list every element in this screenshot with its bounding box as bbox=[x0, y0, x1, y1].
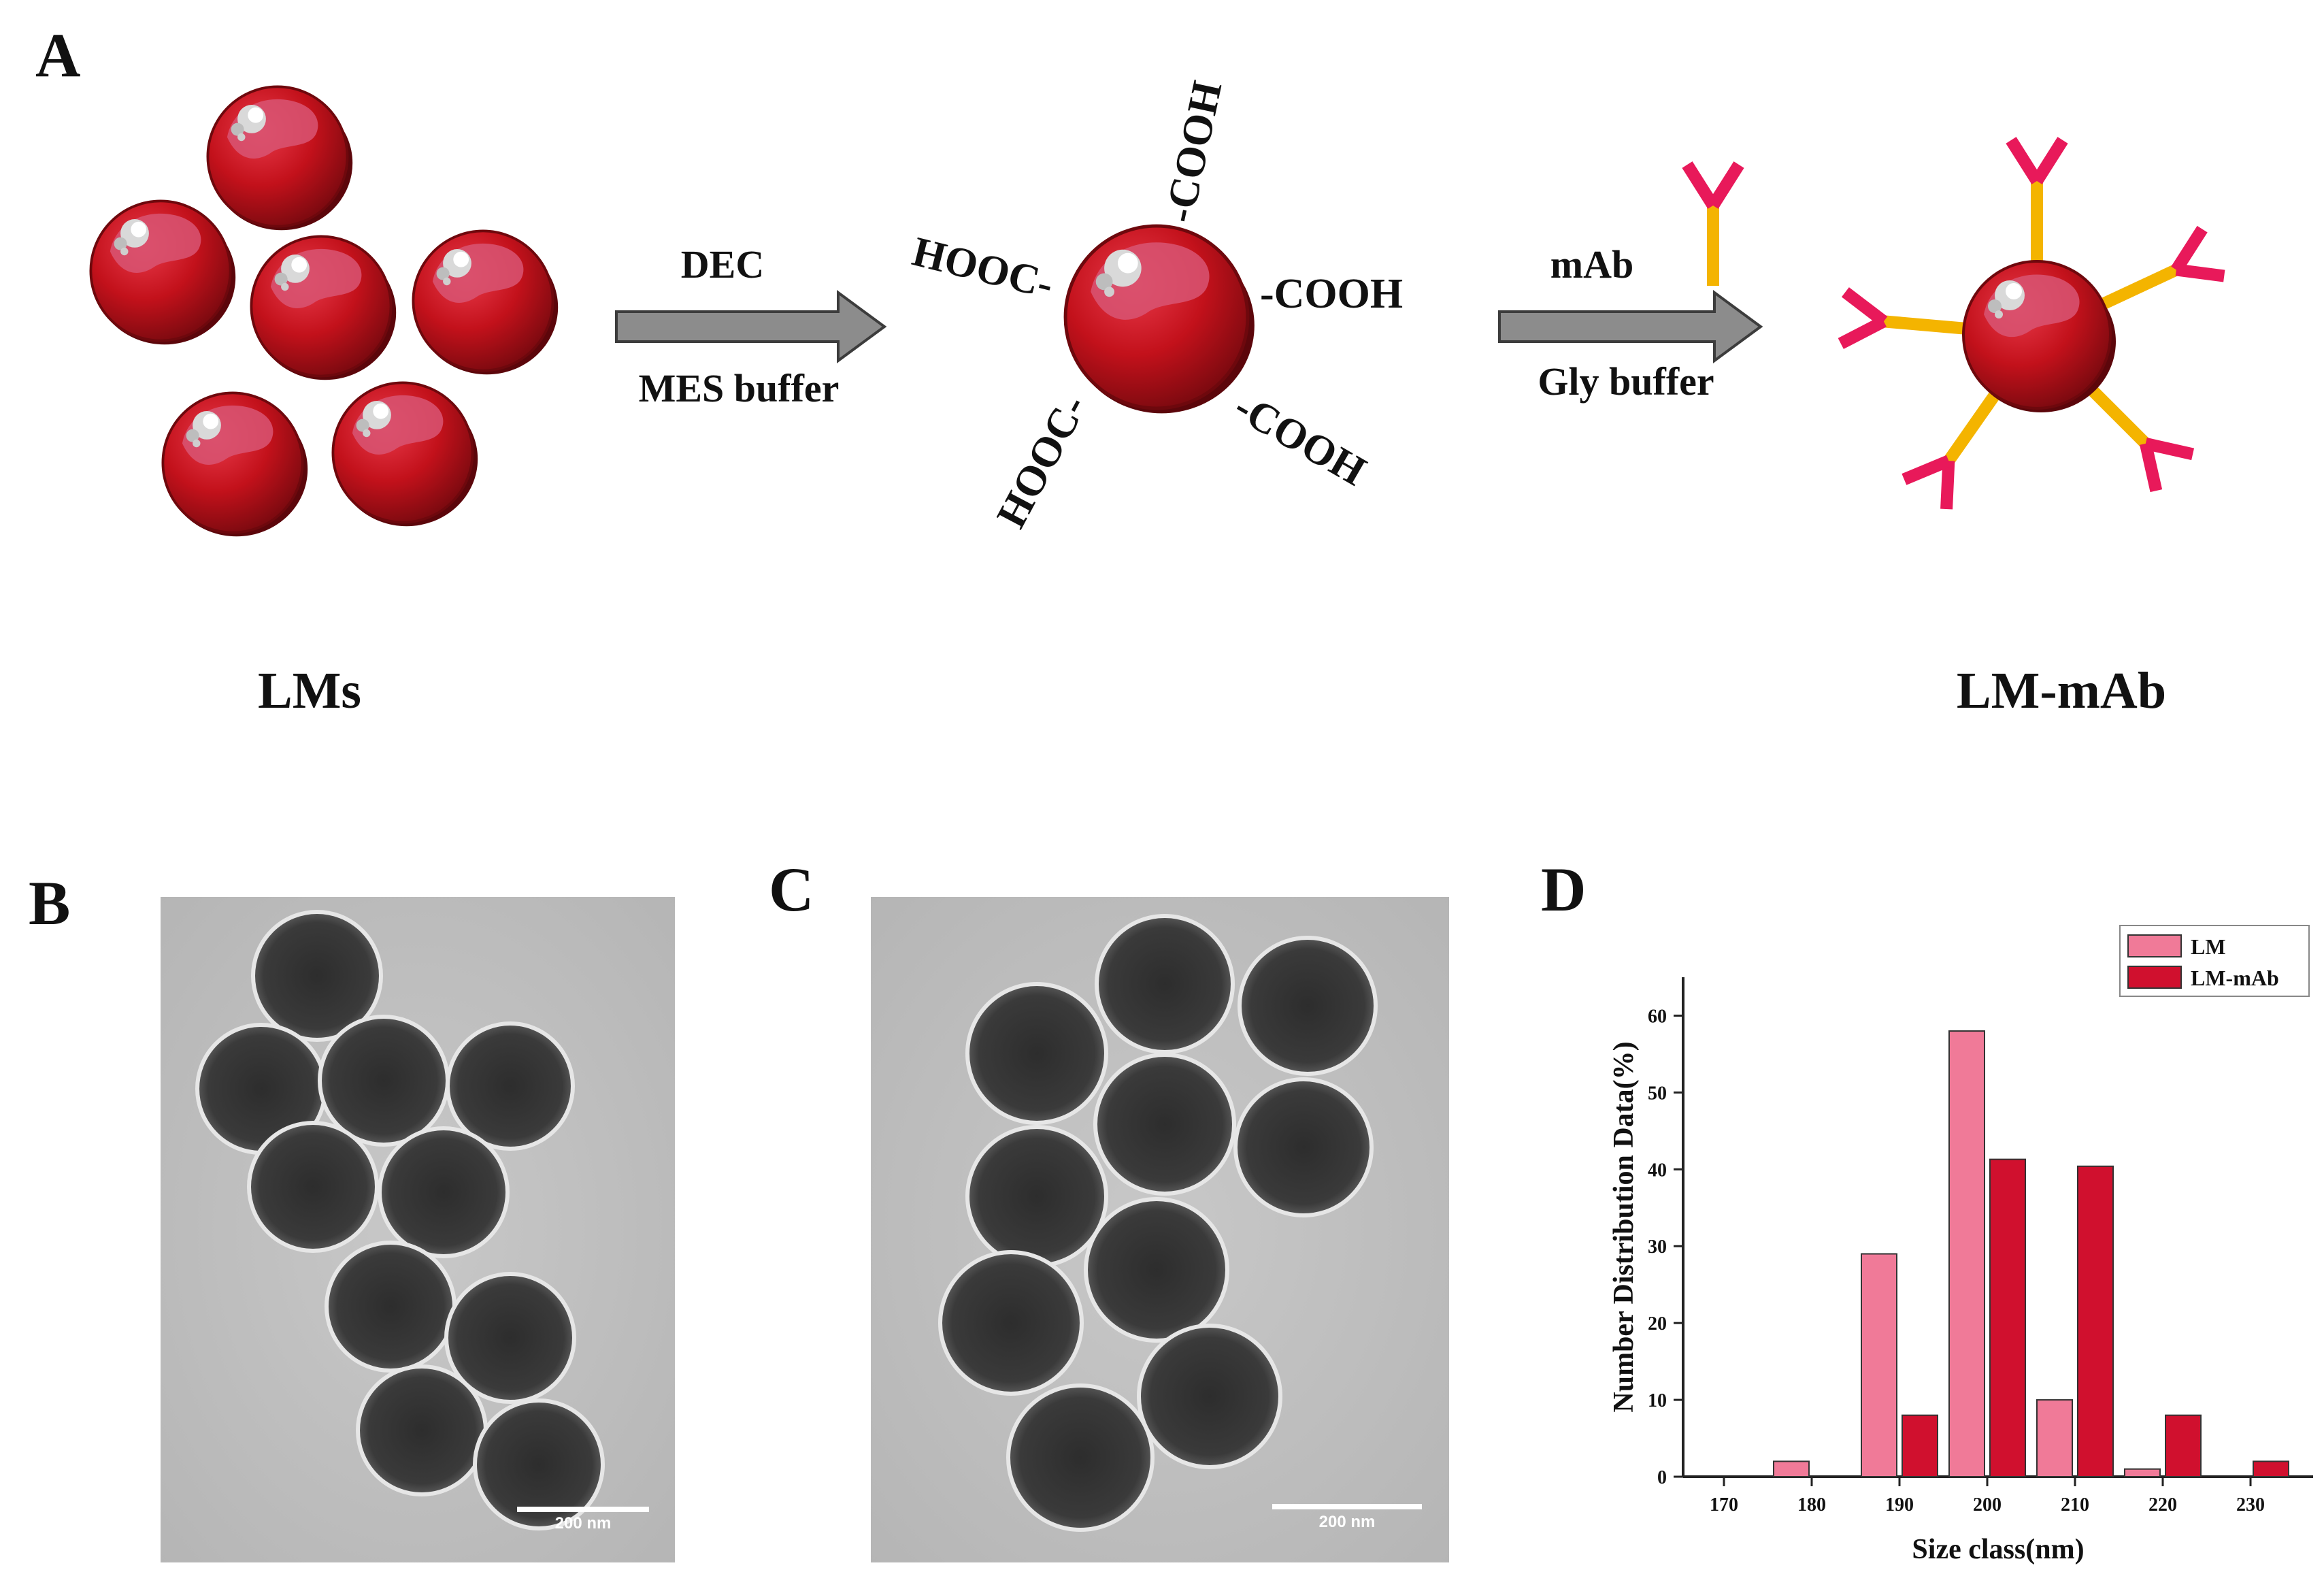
panel-label-c: C bbox=[769, 855, 814, 924]
y-tick-label: 20 bbox=[1648, 1313, 1667, 1334]
bar-lm-mab-210 bbox=[2077, 1165, 2114, 1477]
x-tick-label: 210 bbox=[2061, 1494, 2089, 1516]
y-tick-label: 40 bbox=[1648, 1160, 1667, 1181]
step1-buffer: MES buffer bbox=[639, 366, 840, 410]
legend-swatch bbox=[2127, 934, 2182, 957]
antibody-icon bbox=[2011, 140, 2063, 261]
bar-lm-mab-190 bbox=[1902, 1414, 1938, 1478]
label-lm-mab: LM-mAb bbox=[1957, 662, 2166, 719]
lm-mab-conjugate bbox=[1841, 140, 2224, 509]
microsphere bbox=[250, 235, 398, 382]
microsphere bbox=[331, 381, 480, 528]
tem-beads-c bbox=[938, 914, 1378, 1532]
x-tick-label: 230 bbox=[2236, 1494, 2265, 1516]
label-lms: LMs bbox=[258, 662, 361, 719]
bar-lm-180 bbox=[1773, 1460, 1810, 1477]
bar-lm-mab-200 bbox=[1989, 1158, 2026, 1477]
microsphere bbox=[206, 85, 354, 232]
tem-image-b: 200 nm bbox=[161, 897, 675, 1562]
reaction-arrow-2 bbox=[1498, 290, 1763, 363]
y-tick-label: 60 bbox=[1648, 1006, 1667, 1027]
microsphere bbox=[412, 229, 560, 376]
step1-reagent: DEC bbox=[681, 242, 764, 286]
step2-buffer: Gly buffer bbox=[1538, 359, 1714, 404]
x-tick-label: 220 bbox=[2148, 1494, 2177, 1516]
legend-swatch bbox=[2127, 966, 2182, 989]
legend-label: LM bbox=[2191, 934, 2226, 959]
cooh-right-label: -COOH bbox=[1260, 271, 1403, 317]
y-tick-label: 50 bbox=[1648, 1083, 1667, 1104]
chart-ticks: 0 10 20 30 40 50 60 170 180 190 200 210 220 230 bbox=[1648, 1006, 2265, 1516]
tem-beads-b bbox=[195, 910, 605, 1530]
x-tick-label: 190 bbox=[1885, 1494, 1914, 1516]
panel-label-d: D bbox=[1541, 855, 1586, 924]
step2-reagent: mAb bbox=[1550, 242, 1633, 286]
panel-label-a: A bbox=[35, 20, 80, 90]
scale-bar-label-b: 200 nm bbox=[555, 1514, 612, 1533]
panel-label-b: B bbox=[29, 868, 70, 938]
microsphere bbox=[1962, 260, 2117, 414]
bar-lm-mab-220 bbox=[2165, 1414, 2202, 1478]
legend-label: LM-mAb bbox=[2191, 966, 2279, 990]
chart-legend: LM LM-mAb bbox=[2119, 925, 2310, 997]
hooc-left-label: HOOC- bbox=[908, 229, 1058, 308]
bar-lm-220 bbox=[2124, 1468, 2161, 1478]
microsphere bbox=[1065, 226, 1255, 413]
y-tick-label: 0 bbox=[1657, 1467, 1667, 1488]
antibody-icon bbox=[1687, 165, 1739, 286]
size-distribution-chart: 0 10 20 30 40 50 60 170 180 190 200 210 220 230 Size … bbox=[1608, 925, 2313, 1565]
microsphere bbox=[89, 199, 237, 346]
carboxylated-sphere bbox=[1065, 226, 1255, 413]
hooc-lower-left-label: HOOC- bbox=[988, 387, 1096, 535]
x-tick-label: 170 bbox=[1710, 1494, 1738, 1516]
y-tick-label: 30 bbox=[1648, 1236, 1667, 1258]
bar-lm-210 bbox=[2036, 1399, 2073, 1477]
y-tick-label: 10 bbox=[1648, 1390, 1667, 1411]
bar-lm-200 bbox=[1948, 1030, 1985, 1477]
tem-image-c: 200 nm bbox=[871, 897, 1449, 1562]
bar-lm-190 bbox=[1861, 1253, 1897, 1477]
chart-y-axis-label: Number Distribution Data(%) bbox=[1608, 1041, 1640, 1412]
antibody-icon bbox=[2093, 229, 2224, 327]
scale-bar-label-c: 200 nm bbox=[1319, 1513, 1376, 1531]
x-tick-label: 200 bbox=[1973, 1494, 2002, 1516]
microsphere bbox=[161, 391, 310, 538]
chart-bars bbox=[1773, 1030, 2289, 1478]
cooh-top-label: -COOH bbox=[1156, 77, 1231, 227]
reaction-arrow-1 bbox=[615, 290, 887, 363]
cooh-lower-right-label: -COOH bbox=[1227, 383, 1374, 495]
chart-x-axis-label: Size class(nm) bbox=[1912, 1534, 2084, 1565]
antibody-icon bbox=[1841, 292, 1966, 354]
x-tick-label: 180 bbox=[1797, 1494, 1826, 1516]
bar-lm-mab-230 bbox=[2253, 1460, 2289, 1477]
lm-cluster bbox=[89, 85, 560, 538]
